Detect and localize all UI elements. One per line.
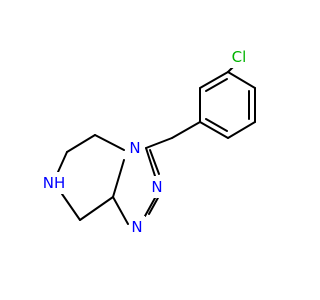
atom-n2: N — [149, 176, 165, 198]
bond-triazole-c — [112, 196, 129, 225]
bond-ring-b — [227, 71, 256, 89]
bond-benzyl-b — [145, 137, 173, 149]
atom-n4: N — [127, 137, 143, 159]
bond-pip-e — [57, 151, 68, 173]
atom-layer: Cl N N N NH — [41, 46, 252, 238]
atom-label-cl: Cl — [232, 48, 247, 66]
bond-pip-c — [61, 193, 81, 221]
bond-triazole-b — [144, 197, 156, 217]
atom-cl: Cl — [226, 46, 252, 68]
bond-ring-e — [199, 121, 229, 139]
atom-label-n1: N — [131, 218, 142, 236]
structure-canvas: Cl N N N NH — [41, 46, 256, 238]
bond-triazole-d — [112, 159, 125, 198]
atom-nh: NH — [41, 172, 67, 194]
atom-label-nh: NH — [43, 174, 66, 192]
bond-layer — [57, 63, 256, 225]
bond-pip-b — [66, 134, 96, 153]
bond-ring-d — [227, 121, 256, 139]
bond-triazole-double-b — [148, 195, 160, 215]
bond-triazole-double-a — [149, 149, 160, 175]
bond-pip-d — [79, 196, 114, 221]
bond-pip-a — [94, 134, 125, 151]
bond-ring-double-a — [205, 78, 228, 92]
bond-triazole-a — [145, 147, 156, 177]
atom-label-n4: N — [129, 139, 140, 157]
molecule-structure: Cl N N N NH — [41, 46, 256, 238]
bond-ring-a — [199, 71, 229, 89]
bond-benzyl-a — [171, 121, 201, 139]
atom-n1: N — [129, 216, 145, 238]
atom-label-n2: N — [151, 178, 162, 196]
bond-ring-double-c — [205, 118, 228, 132]
